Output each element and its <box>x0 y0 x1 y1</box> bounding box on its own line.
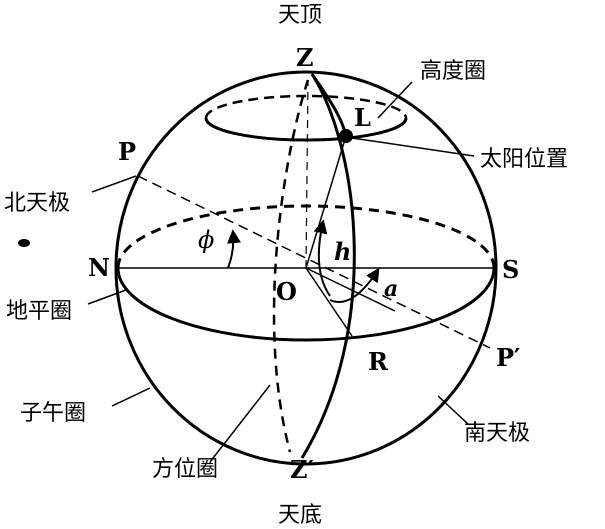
phi-angle-label: ϕ <box>198 226 214 254</box>
azimuth-circle-label: 方位圈 <box>152 457 218 482</box>
ink-blot <box>18 239 30 247</box>
altitude-circle-label: 高度圈 <box>420 59 486 84</box>
point-p-prime-label: P′ <box>496 343 520 372</box>
horizon-circle-leader <box>87 289 127 305</box>
north-pole-label: 北天极 <box>4 191 70 216</box>
meridian-circle-label: 子午圈 <box>20 401 86 426</box>
nadir-label: 天底 <box>278 503 322 528</box>
azimuth-circle-leader <box>209 384 271 463</box>
zenith-label: 天顶 <box>278 3 322 28</box>
a-angle-label: a <box>384 276 398 302</box>
point-o-label: O <box>276 277 297 306</box>
horizon-circle-front <box>116 267 496 342</box>
a-angle-arc <box>329 267 380 303</box>
point-z-label: Z <box>296 43 314 72</box>
horizon-circle-back <box>116 204 496 269</box>
south-pole-label: 南天极 <box>464 421 530 446</box>
altitude-circle-back <box>204 94 408 119</box>
h-angle-arc <box>313 219 331 297</box>
polar-axis <box>137 175 491 349</box>
south-pole-leader <box>437 395 469 425</box>
point-l-label: L <box>354 103 371 132</box>
point-s-label: S <box>502 255 519 284</box>
azimuth-circle-front <box>300 73 356 459</box>
point-r-label: R <box>368 347 389 376</box>
meridian-circle-leader <box>111 387 151 407</box>
azimuth-direction-line <box>305 267 353 337</box>
phi-angle-arc <box>227 229 241 269</box>
azimuth-circle-back <box>272 79 310 453</box>
point-z-prime-label: Z′ <box>290 455 314 484</box>
north-pole-leader <box>91 175 137 193</box>
point-p-label: P <box>118 137 136 166</box>
sun-direction-line <box>305 135 347 269</box>
h-angle-label: h <box>334 237 351 266</box>
point-n-label: N <box>88 253 110 282</box>
sun-position-label: 太阳位置 <box>480 147 568 172</box>
altitude-circle-leader <box>377 81 413 119</box>
horizon-circle-label: 地平圈 <box>6 299 72 324</box>
celestial-sphere-outline <box>114 70 498 466</box>
sun-position-leader <box>351 137 475 157</box>
zenith-axis <box>305 79 309 269</box>
sun-dot <box>339 129 353 143</box>
altitude-circle-front <box>204 117 408 142</box>
